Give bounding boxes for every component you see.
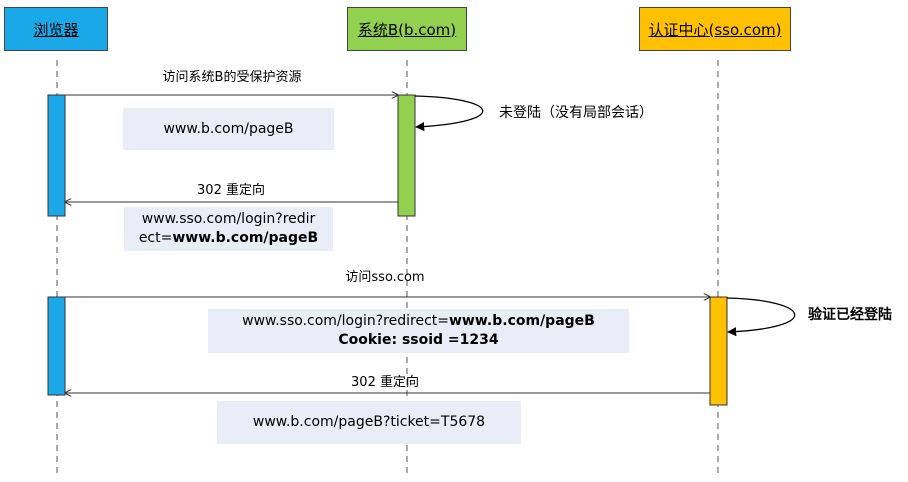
actor-system-b: 系统B(b.com) bbox=[347, 7, 467, 51]
note-ticket-text: www.b.com/pageB?ticket=T5678 bbox=[252, 414, 486, 430]
note-login-cookie-line1: www.sso.com/login?redirect=www.b.com/pag… bbox=[242, 312, 595, 331]
message-label-request: 访问系统B的受保护资源 bbox=[162, 70, 302, 85]
message-label-redirect-2: 302 重定向 bbox=[351, 375, 419, 390]
note-sso-login-line2: ect=www.b.com/pageB bbox=[139, 229, 318, 248]
note-page-b: www.b.com/pageB bbox=[123, 108, 334, 150]
activation-sso bbox=[709, 296, 728, 406]
note-login-cookie: www.sso.com/login?redirect=www.b.com/pag… bbox=[208, 309, 629, 353]
note-sso-login-line2-prefix: ect= bbox=[138, 230, 173, 246]
message-label-visit-sso: 访问sso.com bbox=[345, 270, 425, 285]
note-page-b-text: www.b.com/pageB bbox=[163, 120, 294, 137]
self-note-system-b: 未登陆（没有局部会话） bbox=[499, 105, 653, 121]
activation-system-b bbox=[397, 94, 416, 217]
activation-browser-1 bbox=[47, 94, 66, 217]
actor-sso: 认证中心(sso.com) bbox=[639, 7, 791, 51]
note-login-cookie-line2: Cookie: ssoid =1234 bbox=[338, 332, 499, 348]
activation-browser-2 bbox=[47, 296, 66, 396]
self-loop-system-b bbox=[414, 95, 484, 132]
actor-browser: 浏览器 bbox=[4, 7, 108, 51]
message-label-redirect-1: 302 重定向 bbox=[197, 183, 265, 198]
note-login-cookie-prefix: www.sso.com/login?redirect= bbox=[242, 313, 449, 329]
note-ticket: www.b.com/pageB?ticket=T5678 bbox=[217, 401, 521, 444]
note-login-cookie-bold: www.b.com/pageB bbox=[449, 313, 595, 329]
note-sso-login-line1: www.sso.com/login?redir bbox=[141, 211, 316, 227]
note-sso-login-line2-bold: www.b.com/pageB bbox=[172, 230, 319, 246]
self-loop-sso bbox=[726, 297, 796, 337]
self-note-sso: 验证已经登陆 bbox=[808, 307, 892, 323]
note-sso-login-redirect: www.sso.com/login?redir ect=www.b.com/pa… bbox=[124, 207, 333, 251]
